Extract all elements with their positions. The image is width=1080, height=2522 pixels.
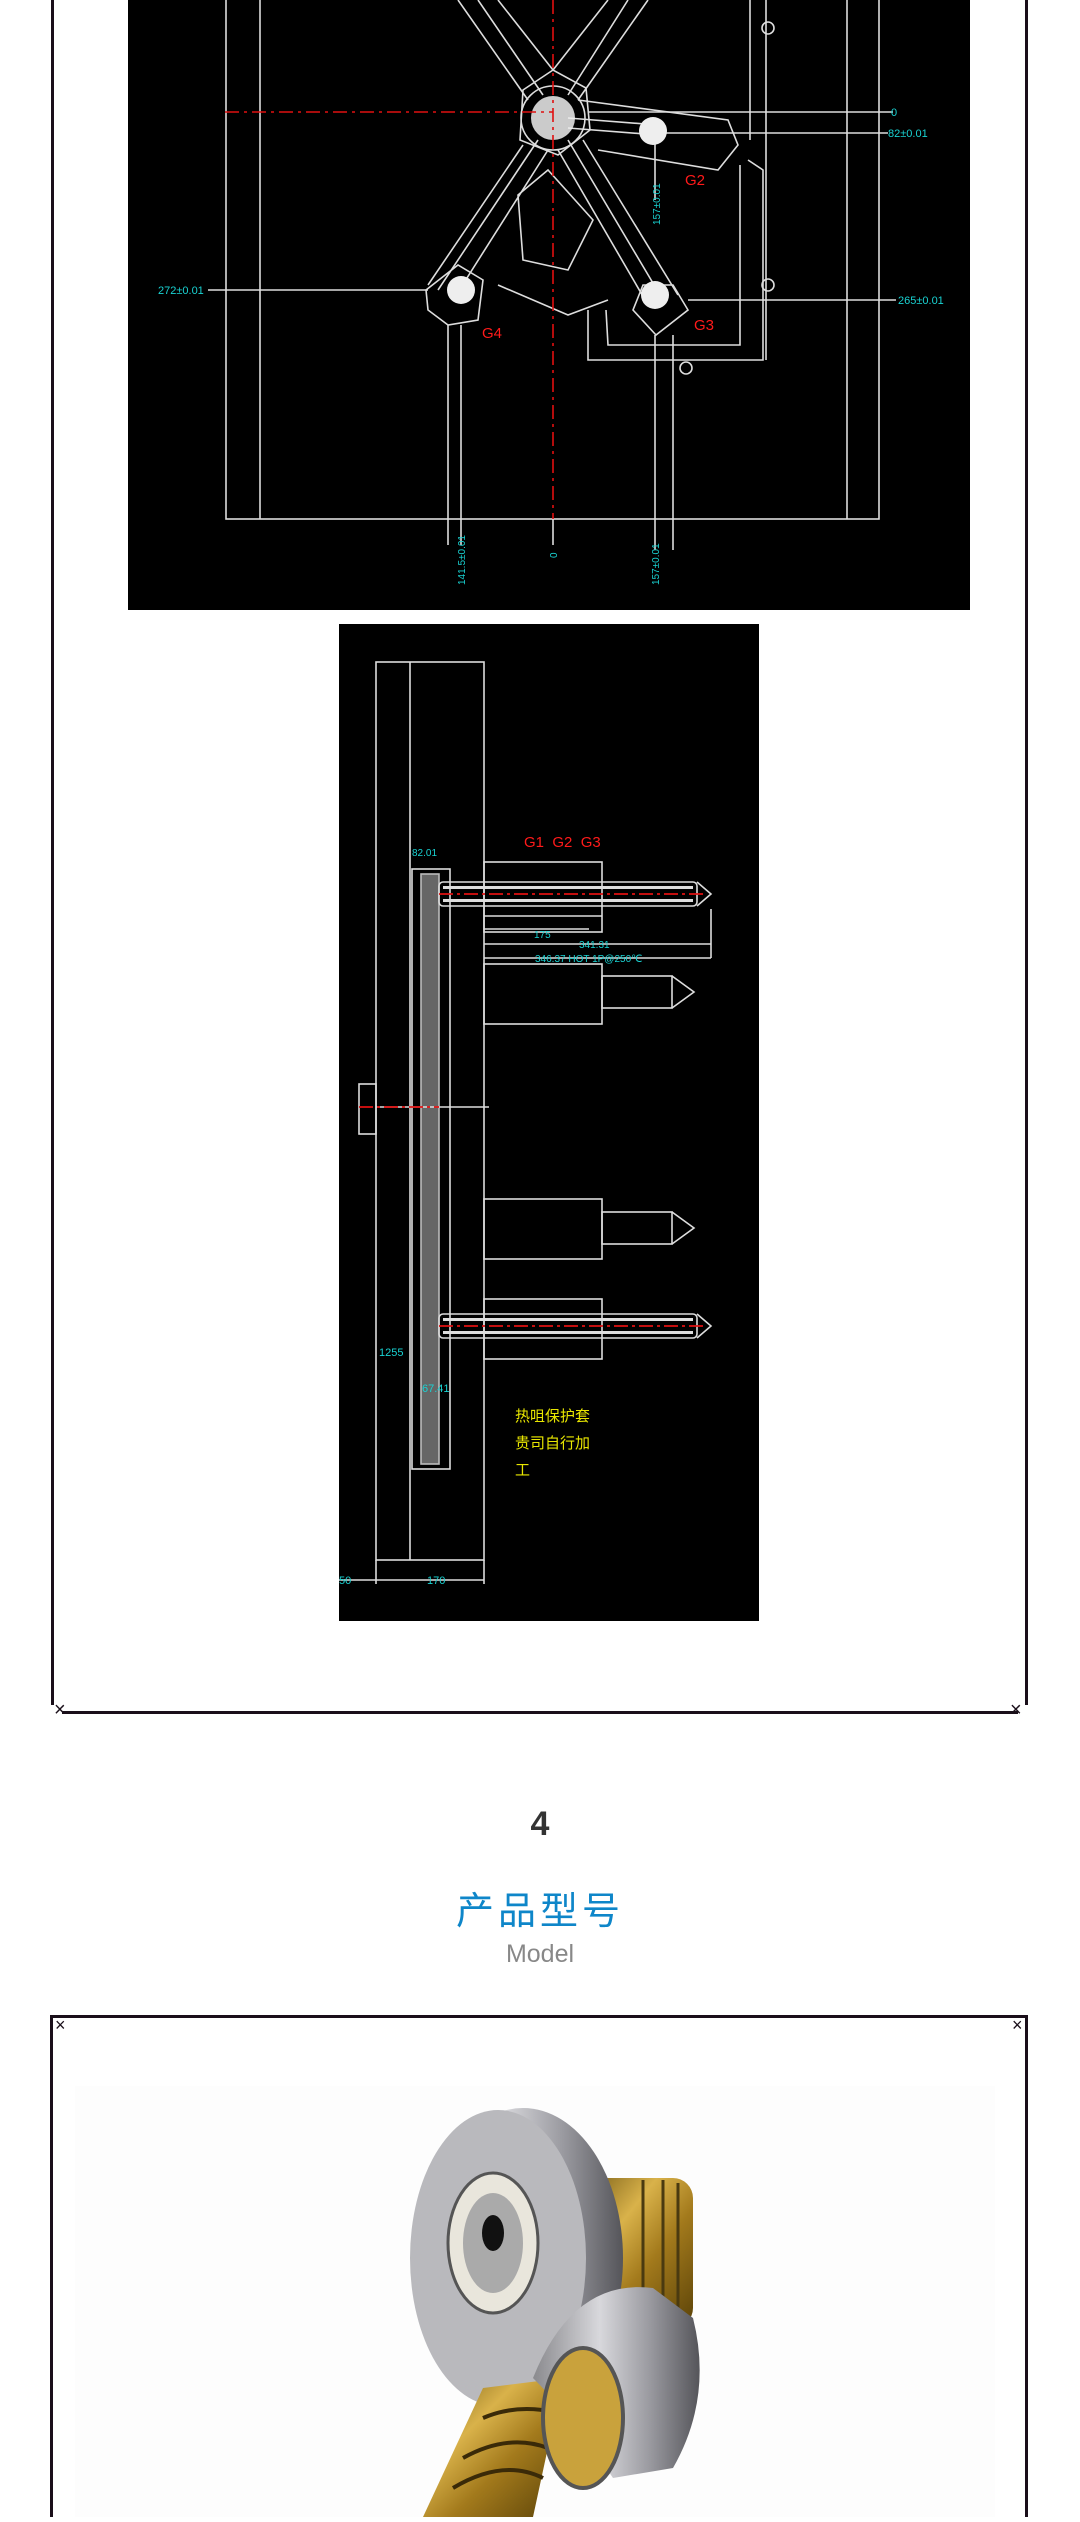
frame-left-border [50, 2015, 53, 2517]
frame-corner-br-icon: × [1010, 1699, 1022, 1721]
cad-top-svg: 0 82±0.01 G2 157±0.01 272±0.01 265±0.01 … [158, 0, 944, 585]
cad-note: 贵司自行加 [515, 1434, 590, 1452]
cad-label: 265±0.01 [898, 295, 944, 307]
cad-label: 0 [549, 552, 560, 558]
cad-label: 175 [534, 930, 551, 941]
cad-label: 272±0.01 [158, 285, 204, 297]
frame-corner-bl-icon: × [54, 1699, 66, 1721]
section-subtitle: Model [505, 1940, 575, 1968]
frame-corner-tl-icon: × [55, 2015, 66, 2035]
cad-label: 82±0.01 [888, 128, 928, 140]
section-title: 产品型号 [455, 1889, 624, 1933]
cad-label: 50 [339, 1575, 351, 1587]
gate-label-g3: G3 [694, 317, 714, 334]
cad-drawing-top-view: 0 82±0.01 G2 157±0.01 272±0.01 265±0.01 … [128, 0, 970, 610]
frame-top-border [50, 2015, 1028, 2018]
frame-right-border [1025, 2015, 1028, 2517]
cad-label: 67.41 [422, 1383, 450, 1395]
cad-label: 157±0.01 [652, 183, 663, 225]
cad-note: 工 [515, 1461, 530, 1479]
cad-label: 170 [427, 1575, 445, 1587]
gate-label-g4: G4 [482, 325, 502, 342]
cad-label: 82.01 [412, 848, 437, 859]
cad-side-svg: G1 G2 G3 82.01 175 341.31 346.37 HOT 1P@… [339, 661, 713, 1587]
cad-drawing-side-view: G1 G2 G3 82.01 175 341.31 346.37 HOT 1P@… [339, 624, 759, 1621]
cad-label: 141.5±0.01 [457, 535, 468, 585]
frame-bottom-border [62, 1711, 1018, 1714]
cad-label: 1255 [379, 1347, 403, 1359]
cad-label: 341.31 [579, 940, 610, 951]
cad-label: 346.37 HOT 1P@250℃ [535, 954, 642, 965]
frame-left-border [51, 0, 54, 1705]
frame-corner-tr-icon: × [1012, 2015, 1023, 2035]
frame-right-border [1025, 0, 1028, 1705]
cad-label: 157±0.01 [651, 543, 662, 585]
gate-labels-g1-g3: G1 G2 G3 [524, 834, 601, 851]
nozzle-illustration [75, 2086, 995, 2517]
product-photo-hot-runner-nozzle [53, 2018, 1025, 2517]
gate-label-g2: G2 [685, 172, 705, 189]
cad-label: 0 [891, 107, 897, 119]
section-number: 4 [530, 1805, 550, 1843]
cad-note: 热咀保护套 [515, 1407, 590, 1425]
